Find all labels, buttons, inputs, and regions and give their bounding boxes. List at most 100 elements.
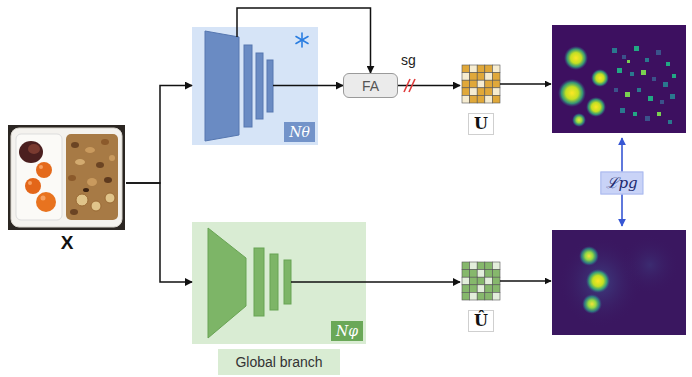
food-photo — [87, 178, 97, 186]
feature-grid-u-hat — [470, 270, 478, 278]
feature-grid-u-hat — [462, 262, 470, 270]
feature-grid-u — [492, 95, 500, 103]
feature-grid-u-hat — [492, 292, 500, 300]
attention-heatmap-top — [652, 77, 656, 81]
feature-grid-u-hat — [477, 270, 485, 278]
feature-grid-u — [462, 95, 470, 103]
feature-grid-u — [462, 65, 470, 73]
flow-arrow — [126, 86, 192, 184]
feature-grid-u-hat — [470, 285, 478, 293]
food-photo — [41, 196, 46, 201]
feature-grid-u-hat — [462, 277, 470, 285]
attention-heatmap-top — [612, 48, 617, 53]
loss-label: ℒpg — [600, 172, 643, 195]
food-photo — [96, 162, 104, 168]
food-photo — [19, 141, 43, 163]
frozen-network-panel — [192, 27, 318, 145]
food-photo — [76, 194, 88, 206]
food-photo — [39, 165, 43, 169]
attention-heatmap-top — [586, 97, 606, 117]
food-photo — [36, 192, 56, 212]
feature-grid-u — [492, 73, 500, 81]
food-photo — [28, 181, 32, 185]
attention-heatmap-top — [572, 113, 586, 127]
food-photo — [104, 177, 112, 183]
attention-heatmap-top — [648, 96, 653, 101]
edge-label: sg — [401, 52, 416, 68]
global-network-panel — [284, 260, 291, 304]
feature-grid-u-hat — [477, 285, 485, 293]
grid-to-map-arrow — [500, 280, 551, 282]
feature-grid-u-hat — [485, 277, 493, 285]
tensor-symbol: U — [468, 113, 494, 135]
attention-heatmap-top — [617, 68, 622, 73]
flow-arrow — [126, 183, 192, 282]
food-photo — [11, 128, 122, 227]
input-symbol: X — [61, 232, 74, 254]
attention-heatmap-top — [552, 25, 686, 133]
frozen-network-panel — [236, 27, 238, 37]
frozen-network-panel — [273, 85, 318, 87]
attention-heatmap-bottom — [582, 294, 602, 314]
process-box: FA — [343, 73, 398, 98]
feature-grid-u — [477, 88, 485, 96]
feature-grid-u-hat — [462, 292, 470, 300]
feature-grid-u — [492, 65, 500, 73]
food-photo — [16, 134, 62, 220]
global-network-panel — [192, 222, 366, 344]
snowflake-icon — [296, 37, 308, 44]
food-photo — [109, 155, 115, 161]
attention-heatmap-top — [633, 112, 637, 116]
feature-grid-u — [470, 80, 478, 88]
food-photo — [75, 159, 85, 165]
feature-grid-u — [485, 73, 493, 81]
feature-grid-u — [492, 80, 500, 88]
attention-heatmap-top — [670, 94, 675, 99]
feature-grid-u — [477, 73, 485, 81]
attention-heatmap-top — [634, 46, 639, 51]
attention-heatmap-top — [641, 70, 646, 75]
food-photo — [85, 147, 95, 153]
attention-heatmap-bottom — [552, 230, 686, 335]
feature-grid-u — [470, 73, 478, 81]
stop-gradient-marks — [409, 79, 415, 92]
feature-grid-u — [477, 80, 485, 88]
global-network-panel — [208, 228, 246, 338]
attention-heatmap-top — [657, 112, 661, 116]
feature-grid-u — [462, 65, 500, 103]
attention-heatmap-top — [663, 82, 668, 87]
flow-arrow — [366, 281, 460, 283]
frozen-network-panel: Nθ — [192, 27, 318, 145]
attention-heatmap-top — [558, 79, 586, 107]
attention-heatmap-top — [564, 46, 588, 70]
food-photo — [8, 125, 125, 230]
attention-heatmap-top — [630, 72, 634, 76]
feature-grid-u-hat — [462, 270, 470, 278]
attention-heatmap-top — [622, 55, 626, 59]
feature-grid-u-hat — [492, 270, 500, 278]
attention-heatmap-top — [614, 88, 618, 92]
food-photo — [101, 139, 109, 145]
food-photo — [66, 134, 118, 220]
attention-heatmap-top — [620, 108, 625, 113]
feature-grid-u — [485, 88, 493, 96]
branch-caption-box: Global branch — [218, 349, 340, 375]
feature-grid-u-hat — [477, 262, 485, 270]
input-image: X — [8, 124, 126, 254]
process-name: FA — [362, 78, 379, 94]
feature-grid-u-hat — [470, 277, 478, 285]
frozen-network-panel — [205, 31, 239, 141]
global-network-panel — [270, 254, 278, 310]
attention-heatmap-top — [660, 100, 664, 104]
feature-grid-u-hat — [462, 262, 500, 300]
feature-grid-u-hat — [485, 270, 493, 278]
attention-heatmap-top — [666, 62, 670, 66]
global-network-panel — [192, 222, 366, 344]
food-photo — [68, 175, 76, 181]
flow-arrow — [318, 85, 343, 87]
feature-grid-u — [462, 80, 470, 88]
network-symbol: Nθ — [284, 122, 315, 142]
global-network-panel — [291, 281, 366, 283]
feature-grid-u — [485, 80, 493, 88]
